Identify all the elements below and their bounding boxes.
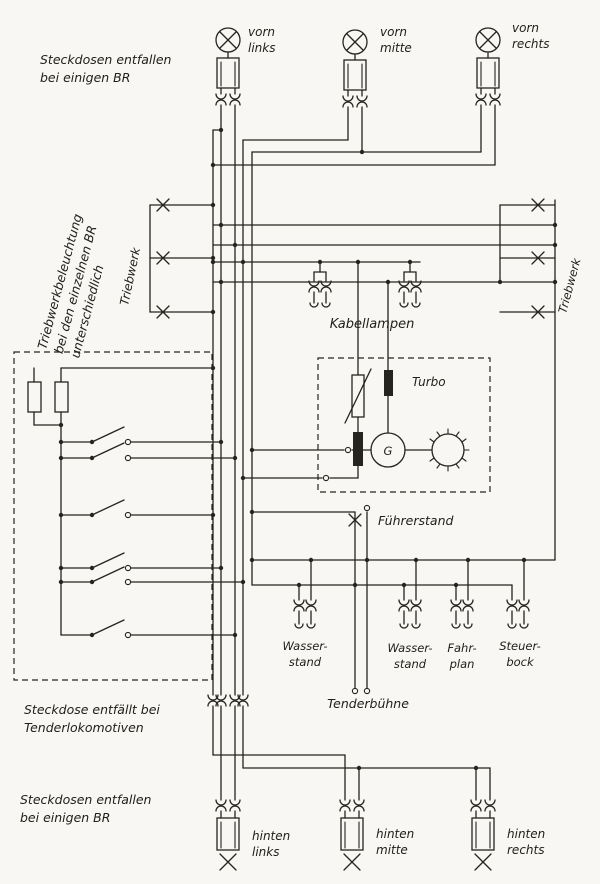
front-lamp-middle	[342, 29, 368, 153]
label-note-top-line2: bei einigen BR	[40, 70, 130, 85]
switch	[60, 566, 244, 586]
rear-lamp-right	[470, 799, 496, 871]
label-note-top-line1: Steckdosen entfallen	[40, 52, 172, 67]
front-lamp-right	[475, 27, 501, 166]
label-kabellampen: Kabellampen	[330, 317, 415, 332]
switch	[60, 499, 214, 519]
label-triebwerk-right: Triebwerk	[555, 255, 583, 314]
label-note-tender-line2: Tenderlokomotiven	[24, 720, 144, 735]
rear-lamp-left	[215, 799, 241, 871]
label-wasserstand2-line1: Wasser-	[387, 641, 432, 655]
label-hinten-links-line2: links	[252, 845, 279, 859]
label-wasserstand2-line2: stand	[394, 657, 427, 671]
label-hinten-rechts-line2: rechts	[507, 843, 544, 857]
label-hinten-mitte-line1: hinten	[376, 827, 414, 841]
label-triebwerk-right-text: Triebwerk	[555, 255, 583, 314]
label-note-tender-line1: Steckdose entfällt bei	[24, 702, 160, 717]
label-hinten-rechts-line1: hinten	[507, 827, 545, 841]
label-wasserstand1-line2: stand	[289, 655, 322, 669]
label-vorn-rechts-line2: rechts	[512, 37, 549, 51]
label-vorn-mitte-line1: vorn	[380, 25, 407, 39]
tender-socket-group	[207, 694, 491, 801]
label-vorn-mitte-line2: mitte	[380, 41, 412, 55]
kabellampen-group	[308, 261, 422, 308]
turbine-wheel	[426, 428, 470, 472]
label-steuerbock-line2: bock	[506, 655, 535, 669]
label-triebwerk-left-text: Triebwerk	[117, 245, 143, 306]
label-generator: G	[384, 444, 393, 458]
label-vorn-links-line2: links	[248, 41, 275, 55]
junction-dots	[58, 127, 558, 771]
label-triebwerk-note: Triebwerkbeleuchtung bei den einzelnen B…	[34, 212, 106, 359]
fuse	[54, 381, 69, 413]
triebwerk-lamps-right	[499, 198, 556, 561]
turbo-box	[242, 261, 491, 493]
front-lamp-left	[215, 27, 241, 106]
label-note-bottom-line2: bei einigen BR	[20, 810, 110, 825]
cab-lamps	[251, 559, 556, 629]
switch	[60, 552, 222, 572]
switch	[60, 619, 236, 639]
switch	[60, 426, 222, 446]
label-fahrplan-line1: Fahr-	[447, 641, 476, 655]
bus-wires	[212, 104, 556, 696]
label-hinten-mitte-line2: mitte	[376, 843, 408, 857]
control-box	[13, 351, 244, 681]
label-fuehrerstand: Führerstand	[378, 513, 453, 528]
label-turbo: Turbo	[412, 375, 446, 389]
label-triebwerk-left: Triebwerk	[117, 245, 143, 306]
triebwerk-lamps-left	[149, 198, 214, 319]
label-steuerbock-line1: Steuer-	[499, 639, 541, 653]
rear-lamp-middle	[339, 799, 365, 871]
label-fahrplan-line2: plan	[449, 657, 475, 671]
label-tenderbuehne: Tenderbühne	[327, 696, 409, 711]
label-vorn-links-line1: vorn	[248, 25, 275, 39]
label-vorn-rechts-line1: vorn	[512, 21, 539, 35]
tender-line	[251, 504, 371, 695]
label-wasserstand1-line1: Wasser-	[282, 639, 327, 653]
switch	[60, 442, 236, 462]
fuse	[27, 381, 42, 413]
label-note-bottom-line1: Steckdosen entfallen	[20, 792, 152, 807]
label-hinten-links-line1: hinten	[252, 829, 290, 843]
